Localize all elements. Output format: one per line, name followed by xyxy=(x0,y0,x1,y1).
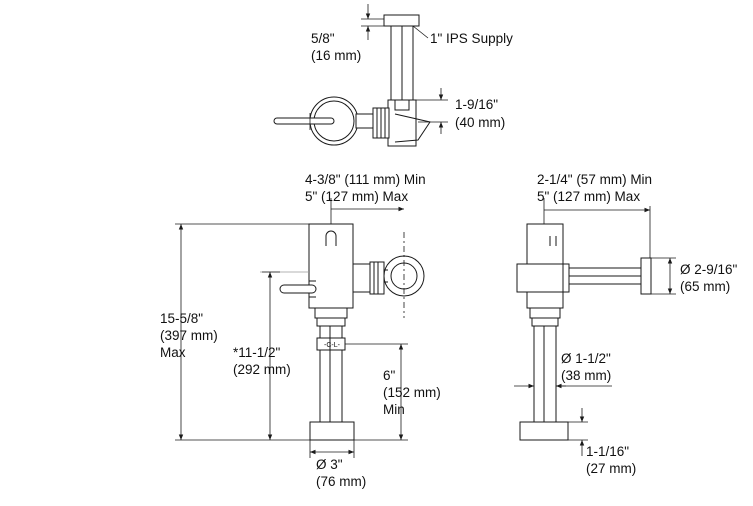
top-supply-cap xyxy=(383,14,420,27)
front-base xyxy=(309,421,355,441)
cl-height-frac: *11-1/2" xyxy=(233,345,281,360)
front-width-min: 4-3/8" (111 mm) Min xyxy=(305,172,426,187)
base-dia-mm: (76 mm) xyxy=(316,474,366,489)
supply-label: 1" IPS Supply xyxy=(430,31,513,46)
top-depth-frac: 1-9/16" xyxy=(455,97,498,112)
cl-height-mm: (292 mm) xyxy=(233,362,291,377)
front-coupling xyxy=(369,261,385,295)
base-dia-frac: Ø 3" xyxy=(316,457,343,472)
side-nut-bottom xyxy=(531,317,559,327)
top-nut xyxy=(394,99,410,111)
front-slot xyxy=(325,230,337,246)
side-base xyxy=(519,421,569,441)
top-outlet xyxy=(394,113,431,143)
base-height-frac: 1-1/16" xyxy=(586,444,629,459)
min-height-frac: 6" xyxy=(383,368,396,383)
front-width-max: 5" (127 mm) Max xyxy=(305,189,408,204)
cl-marker: -C-L- xyxy=(324,342,341,349)
top-ring-connector xyxy=(355,113,374,129)
front-pipe-upper xyxy=(319,325,343,339)
front-coupling-neck xyxy=(352,263,371,293)
top-handle xyxy=(273,117,335,125)
height-frac: 15-5/8" xyxy=(160,311,203,326)
base-height-mm: (27 mm) xyxy=(586,461,636,476)
top-offset-frac: 5/8" xyxy=(311,31,335,46)
side-view xyxy=(514,198,676,456)
front-pipe xyxy=(319,349,343,423)
side-width-min: 2-1/4" (57 mm) Min xyxy=(537,172,652,187)
pipe-dia-mm: (38 mm) xyxy=(561,368,611,383)
side-connector-left xyxy=(516,263,564,293)
top-offset-mm: (16 mm) xyxy=(311,48,361,63)
dimension-labels: 5/8" (16 mm) 1" IPS Supply 1-9/16" (40 m… xyxy=(160,31,738,489)
side-nut-top xyxy=(529,307,561,319)
min-height-mm: (152 mm) xyxy=(383,385,441,400)
side-coupling xyxy=(562,263,570,293)
height-max: Max xyxy=(160,345,186,360)
min-height-min: Min xyxy=(383,402,405,417)
side-flange xyxy=(640,257,652,295)
side-pipe xyxy=(533,325,557,423)
top-view xyxy=(273,4,448,147)
front-view: -C-L- xyxy=(175,198,425,458)
front-handle xyxy=(279,284,317,294)
height-mm: (397 mm) xyxy=(160,328,218,343)
pipe-dia-frac: Ø 1-1/2" xyxy=(561,351,611,366)
front-nut-top xyxy=(314,307,348,319)
side-width-max: 5" (127 mm) Max xyxy=(537,189,640,204)
front-valve-body xyxy=(308,223,354,309)
flange-dia-mm: (65 mm) xyxy=(680,279,730,294)
top-depth-mm: (40 mm) xyxy=(455,115,505,130)
flange-dia-frac: Ø 2-9/16" xyxy=(680,262,738,277)
front-nut-bottom xyxy=(316,317,346,327)
